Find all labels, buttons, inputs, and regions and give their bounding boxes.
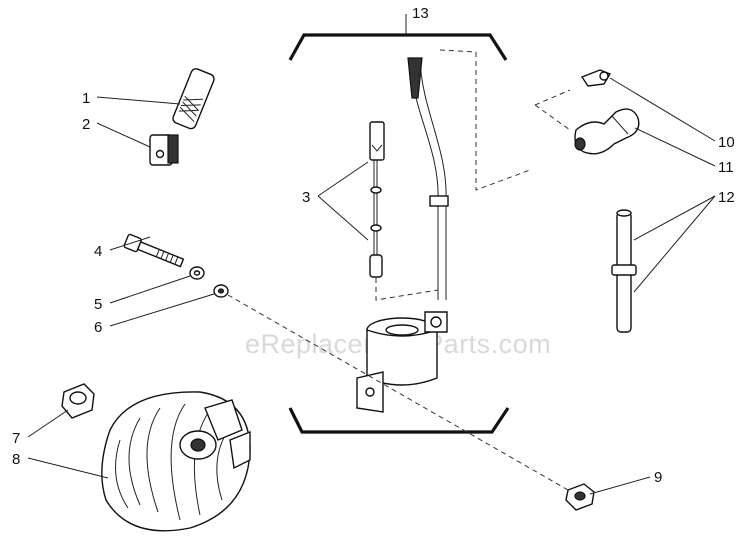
callout-11: 11 [718, 159, 734, 176]
hose-part [611, 209, 637, 333]
callout-9: 9 [654, 469, 662, 486]
spark-terminal-part [369, 121, 385, 278]
terminal-clip-part [580, 69, 612, 87]
callout-2: 2 [82, 116, 90, 133]
leader-lines [27, 77, 716, 495]
bolt-part [123, 233, 185, 268]
assembly-bracket-top [288, 33, 508, 61]
callout-1: 1 [82, 90, 90, 107]
ignition-coil-part [356, 311, 448, 413]
spark-plug-boot-part [574, 108, 640, 155]
callout-10: 10 [718, 134, 735, 151]
callout-12: 12 [718, 189, 735, 206]
assembly-bracket-bottom [288, 407, 510, 434]
terminal-connector-part [149, 68, 215, 166]
callout-7: 7 [12, 430, 20, 447]
lock-washer-part [189, 266, 205, 280]
callout-4: 4 [94, 243, 102, 260]
callout-13: 13 [412, 5, 429, 22]
flat-washer-part [213, 284, 229, 298]
assembly-dashed-lines [227, 49, 571, 491]
flywheel-nut-part [61, 383, 95, 419]
callout-8: 8 [12, 451, 20, 468]
callout-5: 5 [94, 296, 102, 313]
flywheel-part [101, 391, 251, 532]
callout-6: 6 [94, 319, 102, 336]
coil-lead-wire [407, 57, 449, 300]
callout-3: 3 [302, 189, 310, 206]
coil-nut-part [565, 483, 595, 511]
